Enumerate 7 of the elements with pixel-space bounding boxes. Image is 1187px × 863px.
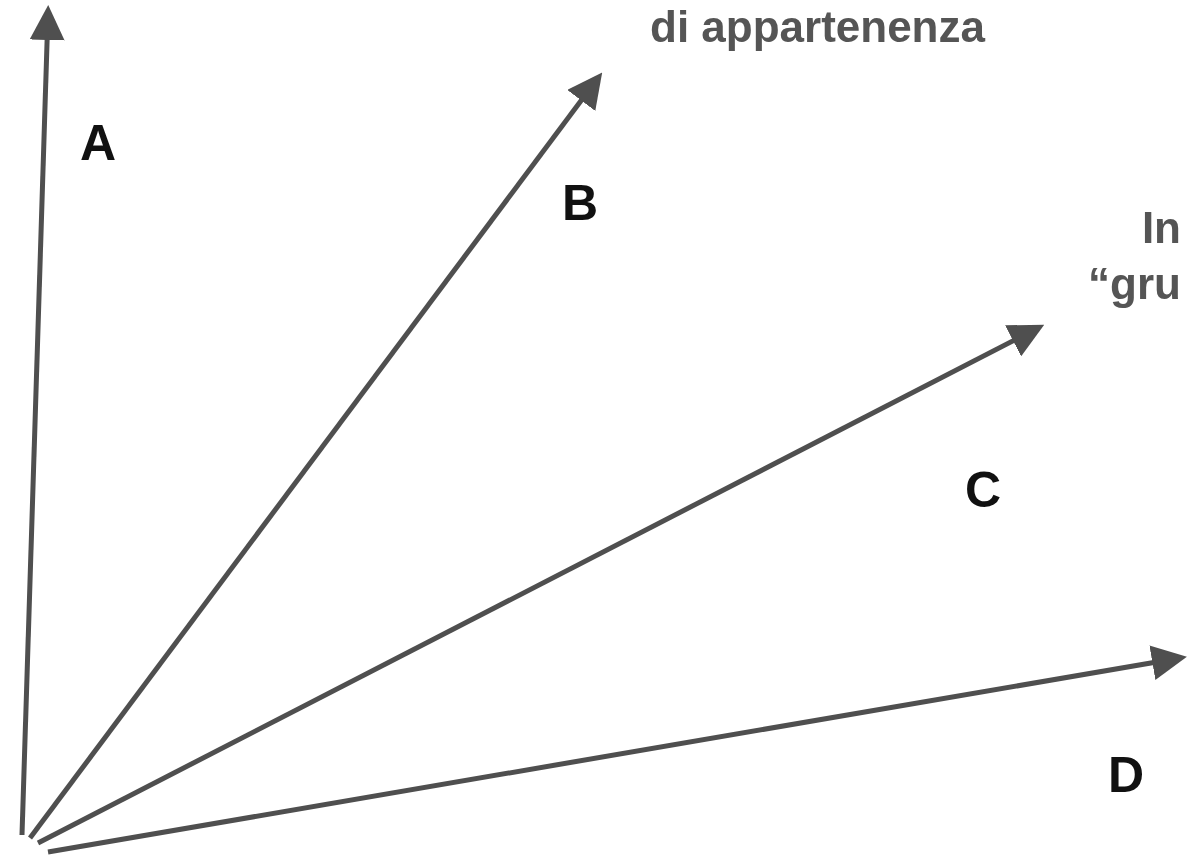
vector-label: D (1108, 750, 1145, 800)
heading-text: In (1141, 206, 1181, 250)
vector-label: B (562, 178, 599, 228)
vector-label: A (80, 118, 117, 168)
heading-text: “gru (1088, 262, 1181, 306)
heading-text: di appartenenza (650, 5, 985, 49)
vector-label: C (965, 465, 1002, 515)
